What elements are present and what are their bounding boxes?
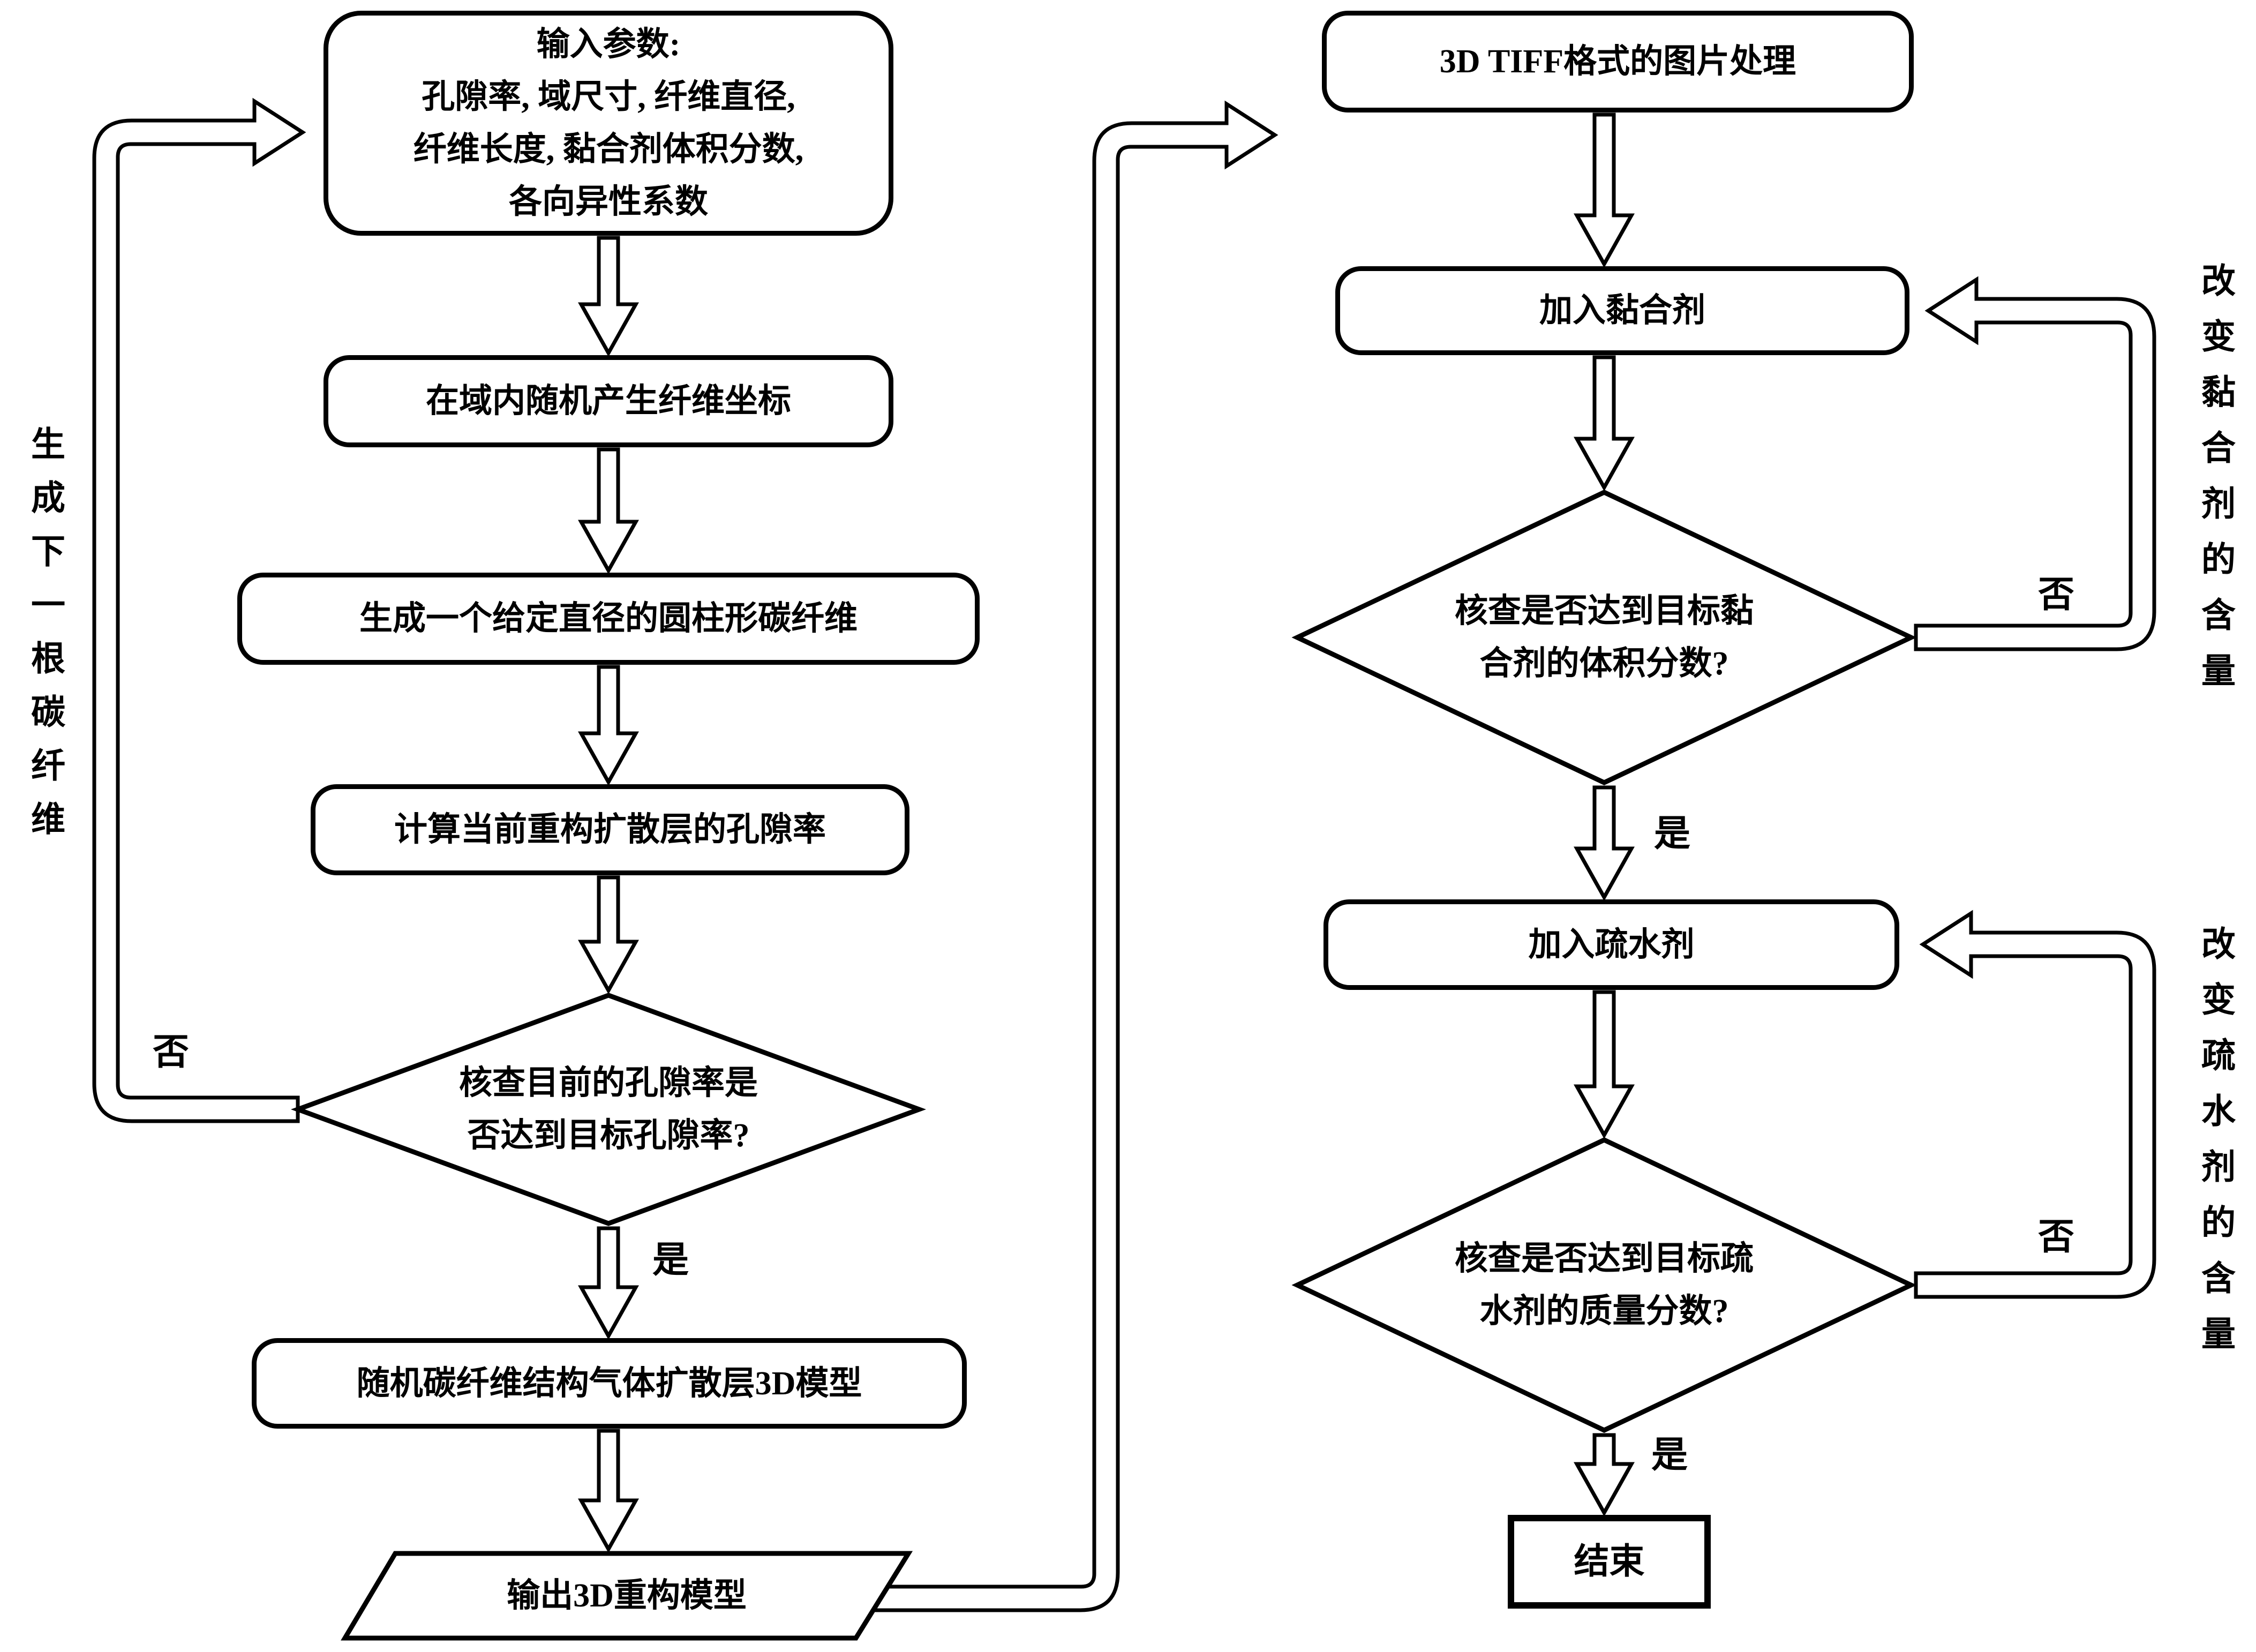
flow-arrow-input-to-coords <box>578 236 639 357</box>
edge-label-binder-yes: 是 <box>1654 813 1691 854</box>
end-label: 结束 <box>1574 1542 1645 1581</box>
pipe-hydrophobic-loop <box>1914 910 2156 1299</box>
node-generate-fiber: 生成一个给定直径的圆柱形碳纤维 <box>237 573 980 665</box>
parallelogram-output-model <box>341 1551 913 1641</box>
calc-porosity-label: 计算当前重构扩散层的孔隙率 <box>394 812 826 848</box>
input-params-line-2: 孔隙率, 域尺寸, 纤维直径, <box>422 79 795 115</box>
diamond-check-binder <box>1291 490 1917 785</box>
flow-arrow-check-to-model <box>578 1226 639 1340</box>
flow-arrow-tiff-to-binder <box>1574 112 1635 268</box>
flow-arrow-check-to-end <box>1574 1433 1635 1517</box>
input-params-line-1: 输入参数: <box>536 26 681 63</box>
tiff-processing-label: 3D TIFF格式的图片处理 <box>1439 43 1796 80</box>
side-note-change-hydrophobic: 改变疏水剂的含量 <box>2197 926 2235 1371</box>
flow-arrow-hydro-to-check <box>1574 990 1635 1139</box>
node-input-params: 输入参数: 孔隙率, 域尺寸, 纤维直径, 纤维长度, 黏合剂体积分数, 各向异… <box>324 11 893 236</box>
add-hydrophobic-label: 加入疏水剂 <box>1528 926 1695 963</box>
flow-arrow-checkbinder-to-hydro <box>1574 785 1635 902</box>
flow-arrow-calc-to-check <box>578 875 639 995</box>
diamond-check-hydrophobic <box>1291 1137 1917 1433</box>
generate-fiber-label: 生成一个给定直径的圆柱形碳纤维 <box>359 600 858 637</box>
edge-label-porosity-no: 否 <box>153 1032 190 1072</box>
side-note-change-binder: 改变黏合剂的含量 <box>2197 262 2235 708</box>
add-binder-label: 加入黏合剂 <box>1539 292 1705 329</box>
node-end: 结束 <box>1508 1515 1711 1609</box>
edge-label-hydrophobic-yes: 是 <box>1651 1435 1688 1475</box>
diamond-check-porosity <box>290 993 927 1226</box>
flow-arrow-model-to-output <box>578 1429 639 1553</box>
pipe-binder-loop <box>1914 276 2156 651</box>
input-params-line-4: 各向异性系数 <box>508 184 708 220</box>
edge-label-porosity-yes: 是 <box>652 1240 689 1280</box>
pipe-output-to-tiff <box>855 100 1279 1612</box>
edge-label-binder-no: 否 <box>2038 574 2075 615</box>
edge-label-hydrophobic-no: 否 <box>2038 1217 2075 1257</box>
node-tiff-processing: 3D TIFF格式的图片处理 <box>1322 11 1914 112</box>
node-calc-porosity: 计算当前重构扩散层的孔隙率 <box>311 784 909 875</box>
flow-arrow-fiber-to-calc <box>578 665 639 786</box>
node-add-binder: 加入黏合剂 <box>1335 266 1909 355</box>
flow-arrow-coords-to-fiber <box>578 447 639 575</box>
flow-arrow-binder-to-check <box>1574 355 1635 492</box>
node-generate-coordinates: 在域内随机产生纤维坐标 <box>324 355 893 447</box>
pipe-regenerate-loop <box>92 97 306 1123</box>
gdl-model-label: 随机碳纤维结构气体扩散层3D模型 <box>356 1365 862 1402</box>
node-gdl-model: 随机碳纤维结构气体扩散层3D模型 <box>252 1338 967 1429</box>
input-params-line-3: 纤维长度, 黏合剂体积分数, <box>413 131 804 168</box>
node-add-hydrophobic: 加入疏水剂 <box>1323 899 1899 990</box>
side-note-next-fiber: 生成下一根碳纤维 <box>26 426 64 854</box>
generate-coordinates-label: 在域内随机产生纤维坐标 <box>425 383 791 419</box>
